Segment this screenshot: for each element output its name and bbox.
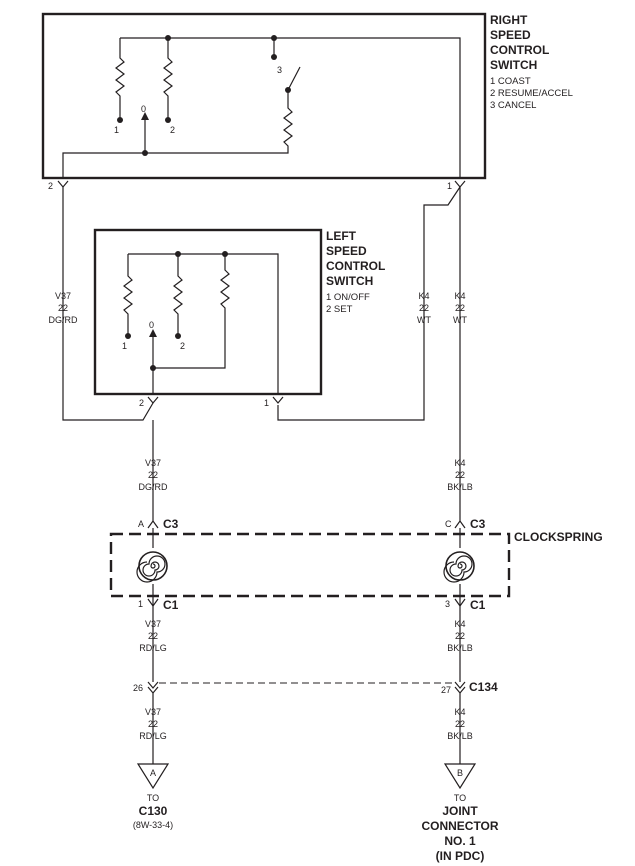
wire-k4-e-circuit: K4 [454, 707, 465, 717]
clockspring-c1-right: C1 [470, 598, 486, 612]
right-contact-3: 3 [277, 65, 282, 75]
wire-v37-d-color: RD/LG [139, 731, 167, 741]
right-contact-1: 1 [114, 125, 119, 135]
destination-left-ref: (8W-33-4) [133, 820, 173, 830]
wire-v37-c-circuit: V37 [145, 619, 161, 629]
destination-left: A TO C130 (8W-33-4) [133, 763, 173, 830]
wire-v37-a-color: DG/RD [49, 315, 79, 325]
right-switch-legend-3: 3 CANCEL [490, 100, 536, 111]
destination-marker-b [443, 763, 477, 790]
destination-right-to: TO [454, 793, 466, 803]
right-contact-2: 2 [170, 125, 175, 135]
left-switch-pins: 2 1 [62, 395, 284, 518]
left-switch-title-3: CONTROL [326, 259, 385, 273]
c134-pin-27: 27 [441, 685, 451, 695]
destination-left-name: C130 [139, 804, 168, 818]
left-contact-0: 0 [149, 320, 154, 330]
right-switch-pin-1: 1 [447, 181, 452, 191]
left-switch-title-1: LEFT [326, 229, 357, 243]
right-switch-title-1: RIGHT [490, 13, 528, 27]
clockspring-c1-left: C1 [163, 598, 179, 612]
wire-k4-c-color: BK/LB [447, 482, 473, 492]
right-speed-control-switch: 1 0 2 3 RIGHT SPEED CONTROL SWITCH 1 COA… [41, 12, 573, 180]
wire-k4-c-circuit: K4 [454, 458, 465, 468]
wire-v37-d-gauge: 22 [148, 719, 158, 729]
right-switch-pins: 2 1 [48, 180, 466, 518]
left-contact-1: 1 [122, 341, 127, 351]
clockspring-box [109, 532, 511, 598]
wire-k4-b-circuit: K4 [454, 291, 465, 301]
wire-k4-e-color: BK/LB [447, 731, 473, 741]
wire-v37-b-circuit: V37 [145, 458, 161, 468]
clockspring-pin-c: C [445, 519, 452, 529]
wire-k4-b-gauge: 22 [455, 303, 465, 313]
right-switch-pin-2: 2 [48, 181, 53, 191]
wire-k4-b-color: WT [453, 315, 467, 325]
left-switch-legend-2: 2 SET [326, 304, 353, 315]
wire-k4-a-color: WT [417, 315, 431, 325]
wire-v37-c-color: RD/LG [139, 643, 167, 653]
clockspring: A C3 C C3 CLOCKSPRING 1 C1 3 C1 [109, 517, 603, 612]
middle-wire-labels: V37 22 RD/LG K4 22 BK/LB [139, 619, 473, 653]
left-contact-2: 2 [180, 341, 185, 351]
destination-marker-a-label: A [150, 768, 156, 778]
right-contact-0: 0 [141, 104, 146, 114]
c134-pin-26: 26 [133, 683, 143, 693]
wire-v37-b-gauge: 22 [148, 470, 158, 480]
wire-v37-d-circuit: V37 [145, 707, 161, 717]
wire-k4-a-gauge: 22 [419, 303, 429, 313]
clockspring-c3-right: C3 [470, 517, 486, 531]
wire-k4-d-color: BK/LB [447, 643, 473, 653]
destination-left-to: TO [147, 793, 159, 803]
clockspring-coil-right [443, 551, 475, 583]
clockspring-label: CLOCKSPRING [514, 530, 603, 544]
destination-right-name-4: (IN PDC) [436, 849, 485, 863]
left-switch-box [93, 228, 323, 396]
wire-v37-a-gauge: 22 [58, 303, 68, 313]
destination-marker-b-label: B [457, 768, 463, 778]
wire-v37-a-circuit: V37 [55, 291, 71, 301]
wire-k4-d-circuit: K4 [454, 619, 465, 629]
wire-k4-d-gauge: 22 [455, 631, 465, 641]
right-switch-legend-2: 2 RESUME/ACCEL [490, 88, 573, 99]
left-switch-title-4: SWITCH [326, 274, 373, 288]
wire-k4-c-gauge: 22 [455, 470, 465, 480]
clockspring-coil-left [136, 551, 168, 583]
right-switch-title-4: SWITCH [490, 58, 537, 72]
right-switch-box [41, 12, 487, 180]
c134-connector: 26 27 C134 [133, 680, 498, 695]
destination-marker-a [136, 763, 170, 790]
wire-v37-c-gauge: 22 [148, 631, 158, 641]
clockspring-pin-1: 1 [138, 599, 143, 609]
destination-right: B TO JOINT CONNECTOR NO. 1 (IN PDC) [421, 763, 499, 863]
wire-v37-b-color: DG/RD [139, 482, 169, 492]
clockspring-c3-left: C3 [163, 517, 179, 531]
right-switch-title-3: CONTROL [490, 43, 549, 57]
left-speed-control-switch: 1 0 2 LEFT SPEED CONTROL SWITCH 1 ON/OFF… [93, 228, 385, 396]
lower-wire-labels: V37 22 RD/LG K4 22 BK/LB [139, 707, 473, 741]
c134-label: C134 [469, 680, 498, 694]
clockspring-pin-a: A [138, 519, 144, 529]
destination-right-name-3: NO. 1 [444, 834, 476, 848]
left-switch-pin-2: 2 [139, 398, 144, 408]
wire-k4-e-gauge: 22 [455, 719, 465, 729]
wire-k4-a-circuit: K4 [418, 291, 429, 301]
left-switch-legend-1: 1 ON/OFF [326, 292, 370, 303]
left-switch-title-2: SPEED [326, 244, 367, 258]
upper-wire-labels: V37 22 DG/RD K4 22 WT K4 22 WT V37 22 DG… [49, 291, 473, 492]
right-switch-title-2: SPEED [490, 28, 531, 42]
clockspring-pin-3: 3 [445, 599, 450, 609]
right-switch-legend-1: 1 COAST [490, 76, 531, 87]
left-switch-pin-1: 1 [264, 398, 269, 408]
destination-right-name-1: JOINT [442, 804, 478, 818]
destination-right-name-2: CONNECTOR [421, 819, 498, 833]
